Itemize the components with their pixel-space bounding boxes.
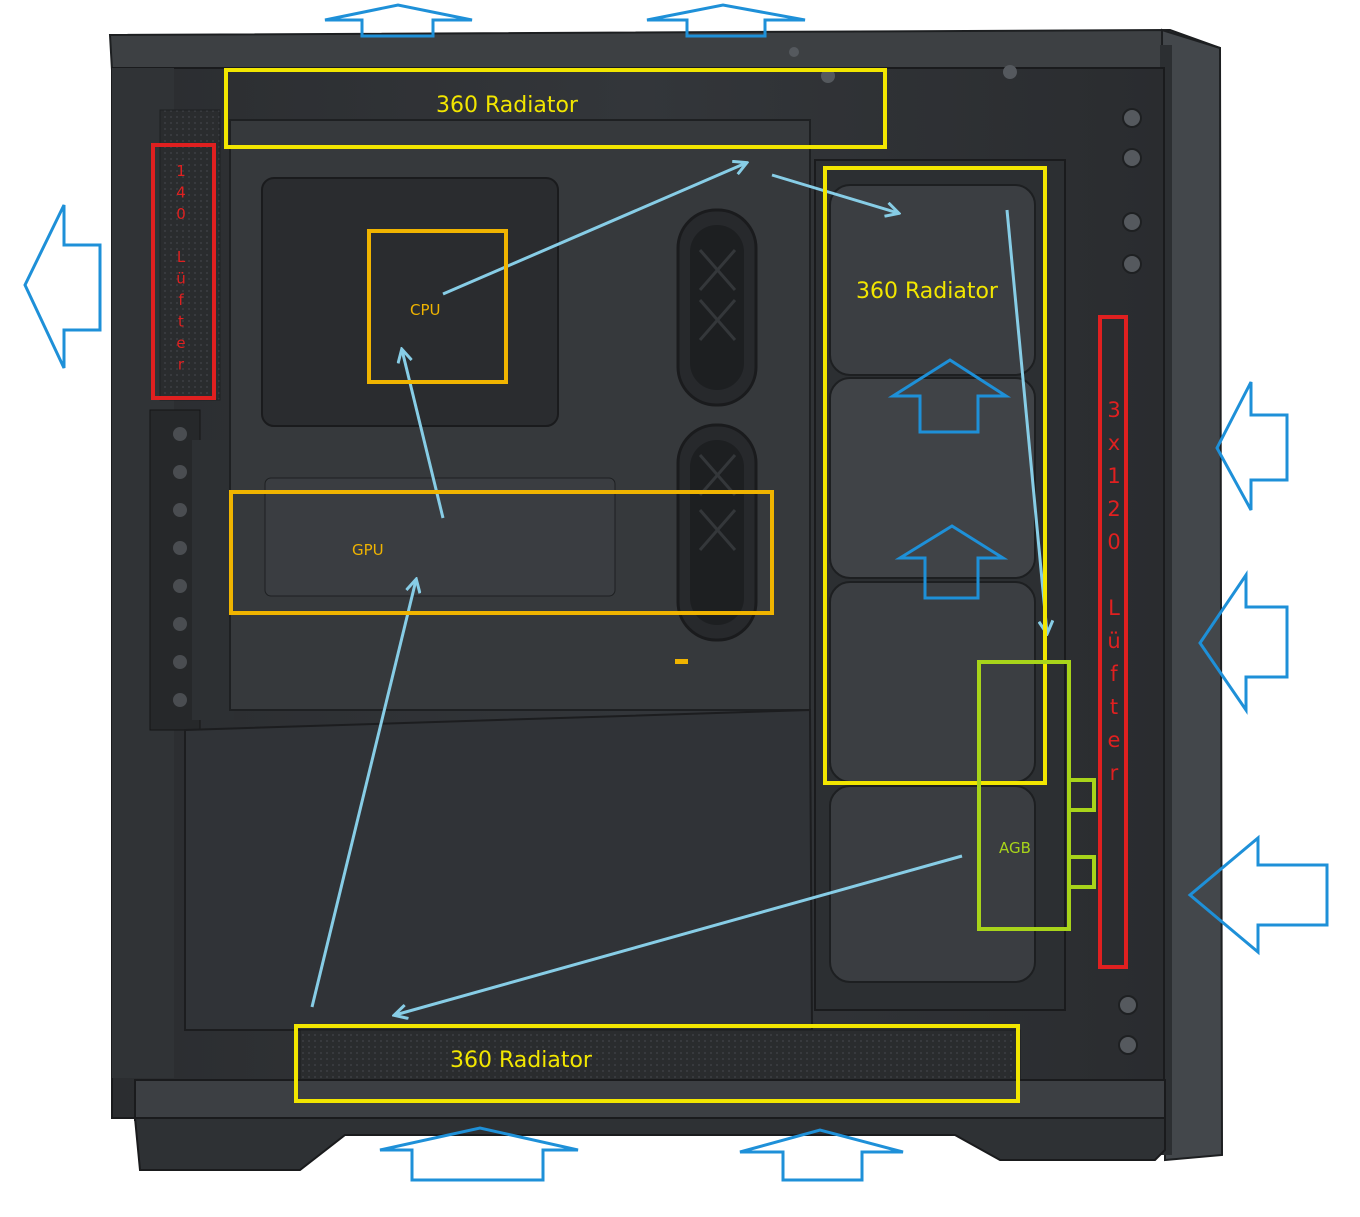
radiator-bottom-label: 360 Radiator [450,1048,593,1073]
cpu-box [367,229,508,384]
agb-port-lower [1067,855,1096,889]
case-feet [133,1117,1166,1171]
gpu-box [229,490,774,615]
thin-arrow-icon [395,854,963,1015]
orange-marker [675,659,688,664]
gpu-bracket-plate [264,477,616,597]
cpu-cutout [261,177,559,427]
pci-slot-brackets [149,409,234,731]
hollow-arrow-icon [324,3,473,38]
cpu-label: CPU [410,301,441,319]
thin-arrow-icon [442,163,746,296]
top-screw [1003,65,1017,79]
thin-arrow-icon [310,580,416,1008]
rear-fan-box [151,143,216,400]
hollow-arrow-icon [379,1126,579,1182]
hollow-arrow-icon [1187,834,1329,956]
psu-shroud [184,708,814,1031]
fan-boxes [151,143,1128,969]
coolant-loop-arrows [310,163,1047,1015]
hollow-arrow-icon [1215,381,1289,511]
hollow-arrow-icon [887,358,1012,434]
thin-arrow-icon [771,173,898,213]
top-screw [789,47,799,57]
pc-case [108,28,1224,1171]
component-boxes [229,229,774,615]
front-panel-screws [1118,108,1142,1055]
radiator-top-box [224,68,887,149]
hollow-arrow-icon [894,524,1009,600]
case-top-panel [108,28,1221,71]
front-fans [829,184,1036,983]
side-fans-box [1098,315,1128,969]
radiator-front-box [823,166,1047,785]
airflow-arrows [23,3,1329,1182]
rear-exhaust-mesh [159,109,221,401]
radiator-bottom-box [294,1024,1020,1103]
hollow-arrow-icon [23,204,102,369]
hollow-arrow-icon [1198,570,1289,715]
hollow-arrow-icon [739,1128,904,1182]
radiator-boxes [224,68,1047,1103]
agb-label: AGB [999,839,1031,857]
gpu-label: GPU [352,541,384,559]
top-screw [821,69,835,83]
radiator-top-label: 360 Radiator [436,93,579,118]
agb-port-upper [1067,778,1096,812]
thin-arrow-icon [1005,209,1047,633]
radiator-front-label: 360 Radiator [856,279,999,304]
hollow-arrow-icon [646,3,806,38]
